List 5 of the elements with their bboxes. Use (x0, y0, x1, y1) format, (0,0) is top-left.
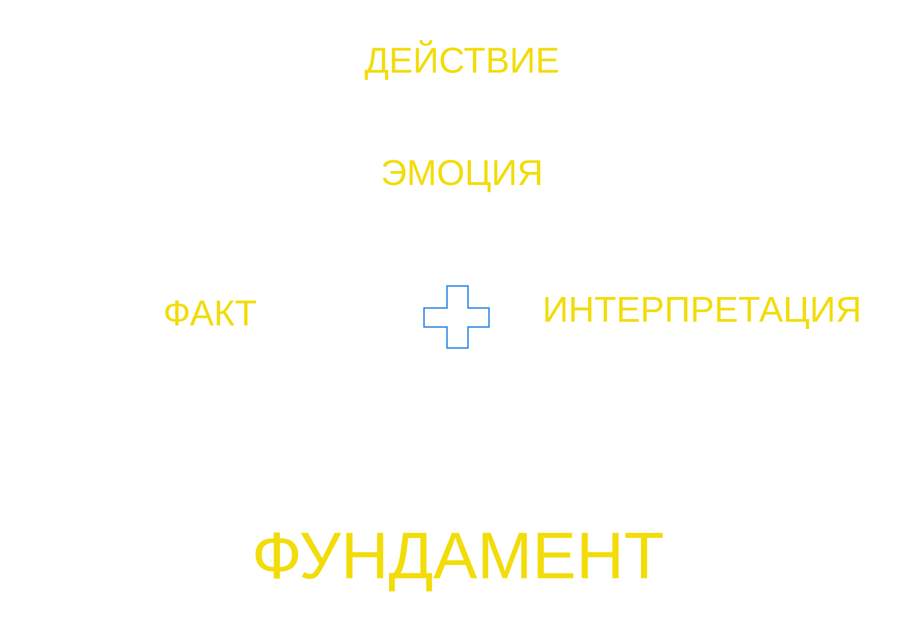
word-label: ФУНДАМЕНТ (256, 532, 663, 592)
word-label: ФАКТ (165, 300, 256, 326)
word-label: ЭМОЦИЯ (382, 160, 540, 192)
word-label: ДЕЙСТВИЕ (364, 40, 558, 80)
word-label: ИНТЕРПРЕТАЦИЯ (545, 297, 859, 329)
